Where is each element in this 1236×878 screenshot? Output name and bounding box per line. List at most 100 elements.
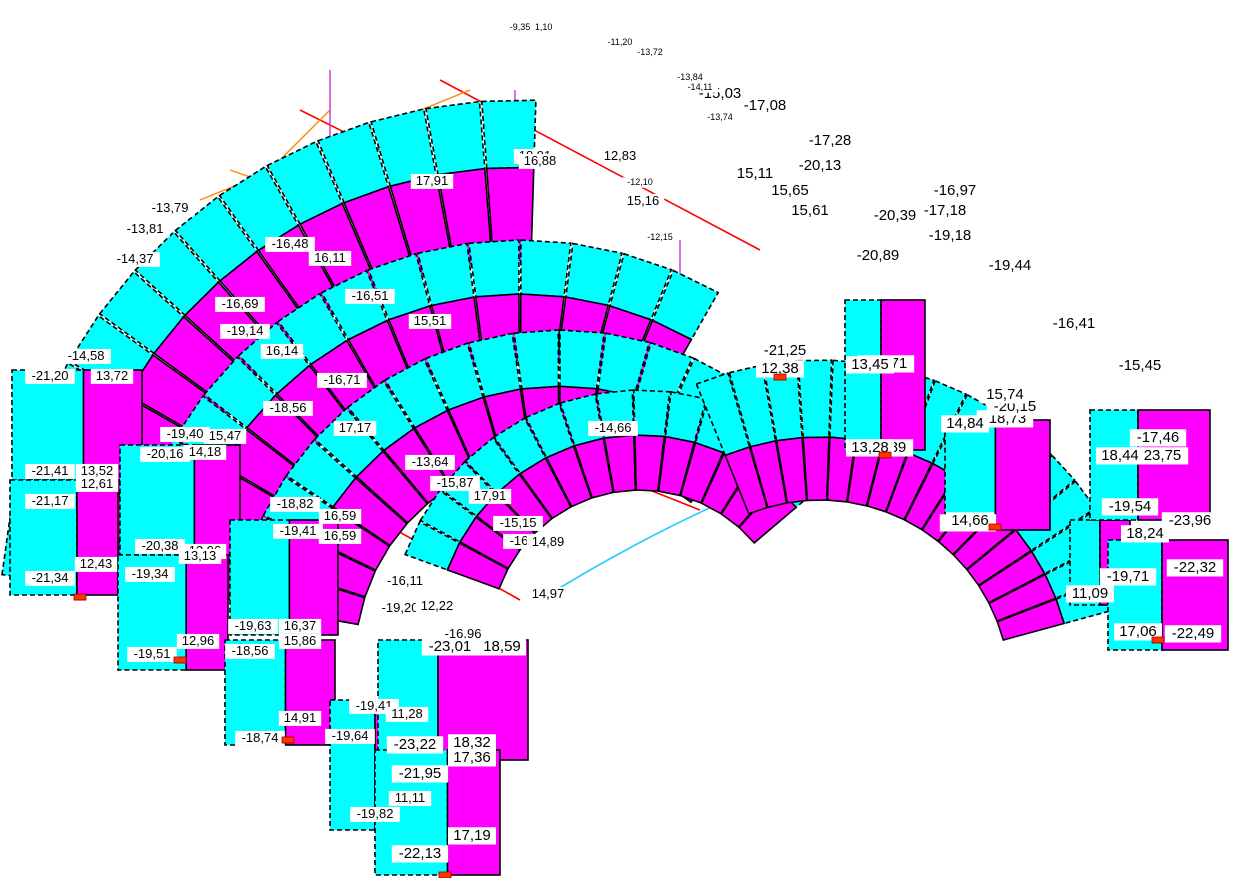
label-background (203, 428, 247, 444)
arch-segments (1, 99, 1229, 876)
tension-zone (885, 451, 933, 521)
tension-zone (284, 639, 336, 746)
value-label-top: -14,11 (681, 82, 719, 93)
value-label-top: -9,35 (504, 22, 536, 33)
tension-zone (446, 749, 501, 876)
support-marker (173, 656, 187, 664)
value-text: 17,36 (453, 749, 491, 766)
label-background (786, 202, 834, 220)
support-7 (988, 523, 1002, 531)
support-5 (773, 373, 787, 381)
label-background (74, 556, 118, 572)
value-text: 12,22 (421, 598, 454, 613)
value-text: -19,41 (280, 523, 317, 538)
value-text: 13,13 (184, 548, 217, 563)
label-background (921, 227, 979, 245)
label-background (375, 600, 425, 616)
value-label-second: -19,51 (127, 646, 177, 662)
pier-second-upper (119, 444, 241, 556)
value-text: -20,13 (799, 157, 842, 174)
label-background (140, 446, 190, 462)
label-background (318, 508, 362, 524)
tension-zone (996, 598, 1066, 641)
label-background (756, 342, 814, 360)
value-text: -13,74 (707, 112, 733, 122)
value-label-outer: -21,41 (25, 463, 75, 479)
label-background (1161, 512, 1219, 530)
label-background (791, 157, 849, 175)
value-label-third: 16,37 (278, 618, 322, 634)
value-label-outer: -14,58 (61, 348, 111, 364)
pier-right-2 (944, 419, 1051, 531)
value-label-outer: -21,34 (25, 570, 75, 586)
compression-zone (844, 299, 882, 451)
value-label-right: 15,11 (731, 165, 779, 183)
tension-zone (679, 441, 725, 504)
label-background (1164, 625, 1222, 643)
compression-zone (797, 359, 833, 439)
value-label-third: -16,51 (345, 288, 395, 304)
label-background (273, 523, 323, 539)
label-background (430, 475, 480, 491)
value-text: -19,20 (382, 600, 419, 615)
compression-zone (119, 444, 196, 556)
value-text: 12,38 (761, 360, 799, 377)
value-text: -22,49 (1172, 625, 1215, 642)
value-text: 18,59 (483, 638, 521, 655)
value-label-outer: 12,61 (75, 476, 119, 492)
value-text: 15,47 (209, 428, 242, 443)
support-6 (878, 451, 892, 459)
value-text: -21,95 (399, 765, 442, 782)
value-text: 13,45 (851, 356, 889, 373)
value-label-second: 16,11 (308, 250, 352, 266)
label-background (631, 47, 669, 58)
support-marker (438, 871, 452, 878)
value-text: 15,11 (737, 165, 773, 182)
label-background (981, 386, 1029, 404)
label-background (946, 512, 994, 530)
value-text: -13,84 (677, 72, 703, 82)
value-label-top: -13,72 (631, 47, 669, 58)
value-text: 15,74 (986, 386, 1024, 403)
value-label-third: 16,59 (318, 528, 362, 544)
value-text: -21,17 (32, 493, 69, 508)
support-marker (1151, 636, 1165, 644)
label-background (731, 165, 779, 183)
label-background (736, 97, 794, 115)
value-text: -16,97 (934, 182, 977, 199)
value-text: -17,28 (809, 132, 852, 149)
value-label-top: -13,84 (671, 72, 709, 83)
value-label-top: -11,20 (601, 37, 639, 48)
value-text: -17,18 (924, 202, 967, 219)
label-background (391, 845, 449, 863)
tension-zone (994, 419, 1051, 531)
label-background (325, 728, 375, 744)
support-markers (73, 373, 1165, 878)
value-text: -12,15 (647, 232, 673, 242)
label-background (846, 356, 894, 374)
value-text: 14,84 (946, 415, 984, 432)
value-label-third: -18,82 (270, 496, 320, 512)
label-background (621, 177, 659, 188)
label-background (278, 633, 322, 649)
tension-zone (185, 554, 229, 671)
label-background (448, 749, 496, 767)
value-label-second: -16,69 (215, 296, 265, 312)
value-text: 15,61 (791, 202, 829, 219)
label-background (671, 72, 709, 83)
tension-zone (880, 299, 926, 451)
label-background (308, 250, 352, 266)
value-text: -16,48 (272, 236, 309, 251)
label-background (25, 493, 75, 509)
value-label-fourth: 11,11 (388, 790, 432, 806)
value-text: 18,32 (453, 734, 491, 751)
value-text: -13,72 (637, 47, 663, 57)
label-background (263, 400, 313, 416)
support-marker (878, 451, 892, 459)
label-background (278, 618, 322, 634)
value-text: 16,14 (266, 343, 299, 358)
compression-zone (229, 519, 291, 636)
label-background (345, 288, 395, 304)
label-background (598, 148, 642, 164)
value-text: -14,66 (595, 420, 632, 435)
